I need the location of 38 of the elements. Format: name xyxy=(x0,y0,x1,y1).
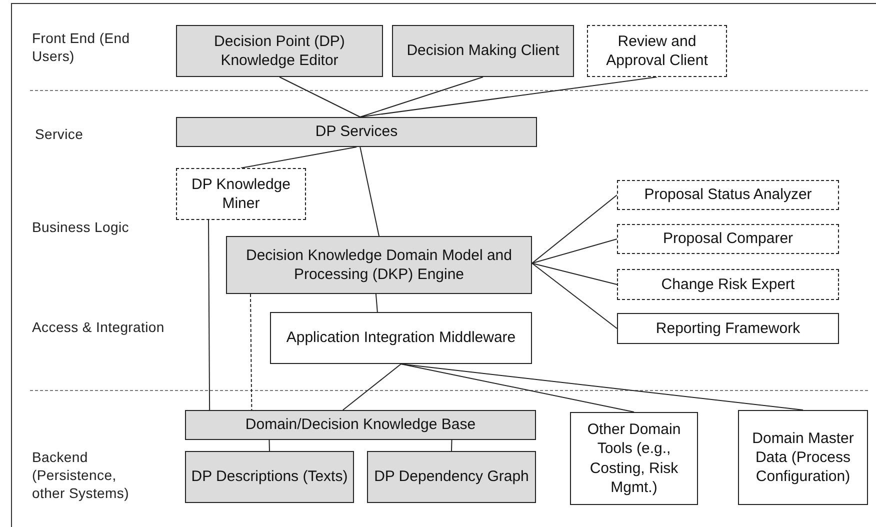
component-box: Reporting Framework xyxy=(617,313,839,344)
component-box: DP Knowledge Miner xyxy=(176,168,306,220)
connector-line xyxy=(400,364,634,412)
connector-line xyxy=(451,440,452,452)
connector-line xyxy=(532,262,618,285)
connector-line xyxy=(250,294,252,410)
layer-label: Access & Integration xyxy=(32,318,164,336)
connector-line xyxy=(342,364,402,410)
layer-label: Backend (Persistence, other Systems) xyxy=(32,448,130,503)
connector-line xyxy=(268,440,270,452)
layer-label: Business Logic xyxy=(32,218,129,236)
connector-line xyxy=(400,364,804,410)
component-box: Change Risk Expert xyxy=(617,269,839,300)
component-box: Domain/Decision Knowledge Base xyxy=(185,410,536,440)
connector-line xyxy=(532,194,618,264)
component-box: Proposal Comparer xyxy=(617,224,839,254)
connector-line xyxy=(532,238,618,264)
connector-line xyxy=(360,146,380,236)
component-box: Domain Master Data (Process Configuration) xyxy=(738,410,868,505)
component-box: Review and Approval Client xyxy=(587,25,727,77)
component-box: DP Services xyxy=(176,117,537,147)
component-box: Decision Making Client xyxy=(392,25,574,77)
connector-line xyxy=(240,146,357,168)
layer-label: Front End (End Users) xyxy=(32,29,131,66)
component-box: Decision Knowledge Domain Model and Processing (DKP) Engine xyxy=(226,236,532,294)
layer-label: Service xyxy=(35,125,84,144)
connector-line xyxy=(360,76,658,118)
component-box: Application Integration Middleware xyxy=(270,312,532,364)
component-box: DP Dependency Graph xyxy=(367,451,536,503)
component-box: Decision Point (DP) Knowledge Editor xyxy=(176,25,383,77)
connector-line xyxy=(532,262,618,329)
component-box: Other Domain Tools (e.g., Costing, Risk Mgmt.) xyxy=(570,412,698,505)
connector-line xyxy=(279,76,361,118)
connector-line xyxy=(360,76,484,118)
component-box: Proposal Status Analyzer xyxy=(617,180,839,210)
connector-line xyxy=(375,294,378,312)
component-box: DP Descriptions (Texts) xyxy=(185,451,354,503)
connector-line xyxy=(208,220,210,410)
